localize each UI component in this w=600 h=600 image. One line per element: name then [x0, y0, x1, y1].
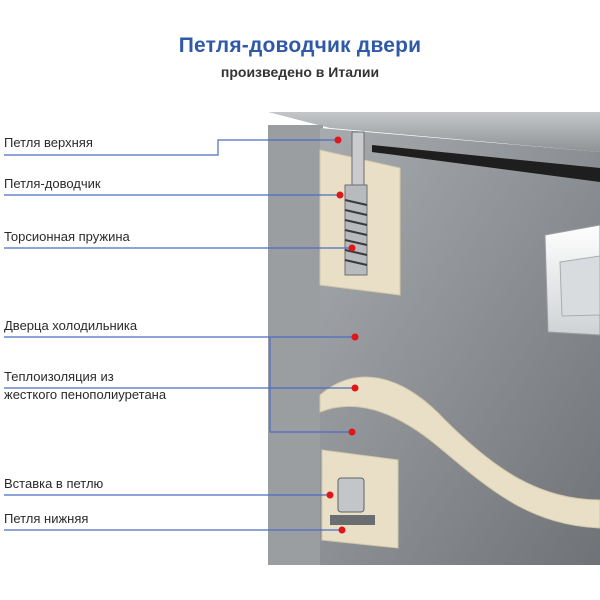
door-handle-recess — [559, 255, 600, 317]
marker-door-lower — [348, 428, 356, 436]
marker-lower-hinge — [338, 526, 346, 534]
hinge-insert-block — [337, 477, 365, 513]
label-insulation-line1: Теплоизоляция из — [4, 369, 114, 384]
wave-insulation — [319, 376, 600, 529]
door-gasket — [372, 145, 600, 182]
marker-insulation — [351, 384, 359, 392]
cabinet-top — [268, 112, 600, 152]
diagram-subtitle: произведено в Италии — [220, 64, 380, 80]
cabinet-side — [268, 125, 323, 565]
marker-hinge-insert — [326, 491, 334, 499]
diagram-title: Петля-доводчик двери — [178, 34, 422, 57]
marker-hinge-closer — [336, 191, 344, 199]
torsion-spring-coils — [344, 199, 368, 266]
marker-fridge-door — [351, 333, 359, 341]
marker-upper-hinge — [334, 136, 342, 144]
marker-torsion-spring — [348, 244, 356, 252]
label-upper-hinge: Петля верхняя — [4, 135, 93, 150]
label-fridge-door: Дверца холодильника — [4, 318, 138, 333]
label-hinge-insert: Вставка в петлю — [4, 476, 104, 491]
upper-hinge-pin — [351, 131, 365, 193]
lower-hinge-plate — [330, 515, 375, 525]
label-lower-hinge: Петля нижняя — [4, 511, 89, 526]
label-insulation-line2: жесткого пенополиуретана — [4, 387, 167, 402]
label-torsion-spring: Торсионная пружина — [4, 229, 130, 244]
leader-upper-hinge — [4, 139, 338, 156]
point-markers — [326, 136, 359, 534]
label-hinge-closer: Петля-доводчик — [4, 176, 101, 191]
leader-lines — [4, 139, 355, 531]
